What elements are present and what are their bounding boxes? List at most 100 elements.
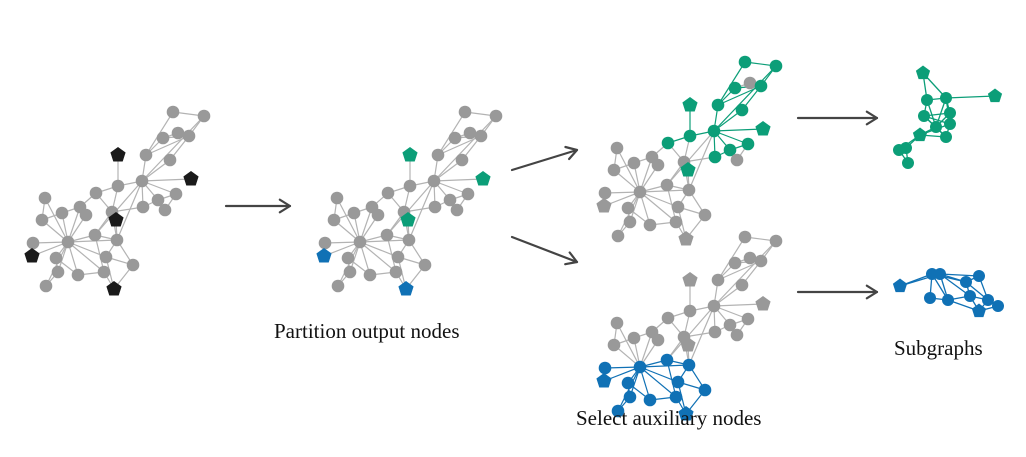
graph-edge — [639, 364, 690, 368]
graph-edge — [666, 130, 715, 186]
graph-node — [893, 144, 905, 156]
graph-node — [35, 213, 49, 227]
output-node — [682, 272, 698, 287]
graph-partitioned — [316, 105, 503, 296]
graph-node — [61, 235, 75, 249]
subgraph-green — [893, 65, 1003, 169]
graph-node — [611, 404, 625, 418]
output-node — [915, 65, 931, 80]
graph-node — [158, 203, 172, 217]
graph-edge — [67, 239, 118, 243]
graph-node — [982, 294, 994, 306]
graph-node — [380, 228, 394, 242]
graph-node — [730, 153, 744, 167]
graph-node — [623, 390, 637, 404]
graph-node — [343, 265, 357, 279]
graph-edge — [639, 191, 677, 223]
graph-node — [627, 156, 641, 170]
graph-edge — [145, 135, 190, 156]
graph-node — [443, 193, 457, 207]
graph-node — [49, 251, 63, 265]
graph-node — [403, 179, 417, 193]
graph-node — [450, 203, 464, 217]
graph-node — [728, 81, 742, 95]
graph-node — [723, 143, 737, 157]
graph-node — [371, 208, 385, 222]
output-node — [678, 406, 694, 421]
graph-node — [607, 163, 621, 177]
graph-node — [110, 233, 124, 247]
graph-node — [163, 153, 177, 167]
graph-node — [318, 236, 332, 250]
graph-auxiliary-blue — [596, 230, 783, 421]
graph-node — [431, 148, 445, 162]
graph-edge — [359, 241, 397, 273]
graph-node — [389, 265, 403, 279]
graph-node — [660, 353, 674, 367]
graph-node — [623, 215, 637, 229]
graph-node — [918, 110, 930, 122]
graph-node — [942, 294, 954, 306]
graph-node — [353, 235, 367, 249]
graph-node — [38, 191, 52, 205]
graph-node — [661, 136, 675, 150]
graph-node — [171, 126, 185, 140]
graph-node — [728, 256, 742, 270]
graph-node — [381, 186, 395, 200]
graph-node — [944, 107, 956, 119]
graph-edge — [116, 180, 143, 241]
graph-edge — [408, 180, 435, 241]
arrow-partition — [224, 198, 292, 214]
arrow-to-blue-auxiliary — [510, 235, 579, 266]
graph-node — [738, 55, 752, 69]
graph-node — [743, 76, 757, 90]
graph-edge — [717, 85, 762, 106]
graph-node — [707, 299, 721, 313]
graph-edge — [359, 239, 410, 243]
graph-node — [711, 273, 725, 287]
graph-node — [964, 290, 976, 302]
graph-node — [197, 109, 211, 123]
graph-node — [682, 358, 696, 372]
graph-node — [651, 158, 665, 172]
graph-node — [139, 148, 153, 162]
output-node — [316, 248, 332, 263]
graph-node — [363, 268, 377, 282]
graph-node — [126, 258, 140, 272]
output-node — [755, 296, 771, 311]
output-node — [24, 248, 40, 263]
graph-auxiliary-green — [596, 55, 783, 246]
graph-node — [735, 103, 749, 117]
graph-edge — [666, 305, 715, 361]
graph-node — [418, 258, 432, 272]
graph-node — [960, 276, 972, 288]
graph-node — [924, 292, 936, 304]
graph-node — [461, 187, 475, 201]
output-node — [596, 198, 612, 213]
graph-node — [99, 250, 113, 264]
graph-edge — [141, 178, 192, 182]
graph-node — [88, 228, 102, 242]
output-node — [892, 278, 908, 293]
graph-node — [671, 200, 685, 214]
graph-edge — [67, 241, 105, 273]
caption-partition-output-nodes: Partition output nodes — [274, 319, 460, 343]
subgraph-blue — [892, 268, 1004, 318]
graph-node — [391, 250, 405, 264]
graph-node — [651, 333, 665, 347]
graph-edge — [44, 197, 69, 243]
graph-node — [741, 312, 755, 326]
graph-node — [754, 79, 768, 93]
graph-node — [610, 316, 624, 330]
graph-node — [902, 157, 914, 169]
graph-node — [633, 185, 647, 199]
graph-node — [660, 178, 674, 192]
graph-node — [89, 186, 103, 200]
output-node — [682, 97, 698, 112]
caption-select-auxiliary-nodes: Select auxiliary nodes — [576, 406, 762, 430]
graph-edge — [141, 115, 205, 182]
graph-node — [39, 279, 53, 293]
graph-edge — [688, 130, 715, 191]
output-node — [402, 147, 418, 162]
